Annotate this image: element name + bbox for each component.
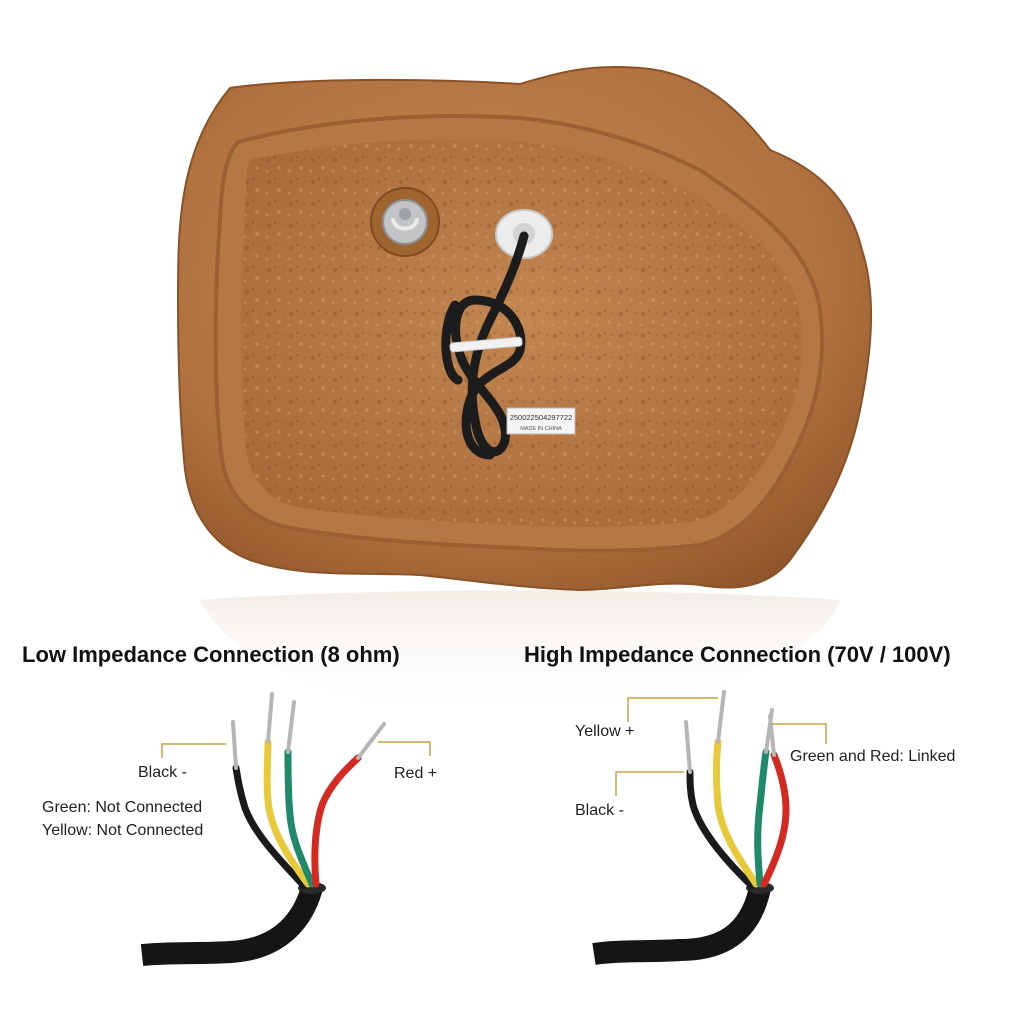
high-leader-black [615,771,684,796]
low-wire-green [284,748,316,888]
high-wire-black [686,768,756,890]
serial-number-text: 250022504297722 [510,413,573,422]
low-impedance-title: Low Impedance Connection (8 ohm) [22,642,400,667]
low-label-yellow: Yellow: Not Connected [42,822,204,839]
low-leader-red [378,741,431,756]
origin-text: MADE IN CHINA [520,426,562,432]
speaker-cable-coil [441,231,529,460]
high-wire-yellow [713,738,760,888]
high-leader-yellow [627,697,718,722]
low-label-green: Green: Not Connected [42,799,203,816]
low-wire-black [232,764,308,890]
high-stripped-ends [684,690,776,774]
rock-reflection [200,590,840,720]
high-leader-green-red [772,723,827,744]
low-stripped-ends [231,692,386,770]
mounting-hook [370,187,440,257]
high-label-green-red: Green and Red: Linked [790,748,956,765]
low-cable-jacket [140,884,323,966]
rock-speaker: 250022504297722 MADE IN CHINA [176,65,873,592]
low-leader-black [161,743,226,758]
high-impedance-diagram [592,690,827,965]
high-label-black: Black - [575,802,624,819]
low-label-red: Red + [394,765,438,782]
low-label-black: Black - [138,764,187,781]
low-wire-yellow [263,738,312,888]
cable-tie [449,336,523,353]
high-wire-green [754,748,770,888]
high-label-yellow: Yellow + [575,723,635,740]
high-wire-red [760,751,790,888]
low-wire-red [311,754,362,888]
serial-label: 250022504297722 MADE IN CHINA [506,407,576,435]
low-impedance-diagram [140,692,431,966]
high-cable-jacket [592,885,771,965]
high-impedance-title: High Impedance Connection (70V / 100V) [524,642,951,667]
